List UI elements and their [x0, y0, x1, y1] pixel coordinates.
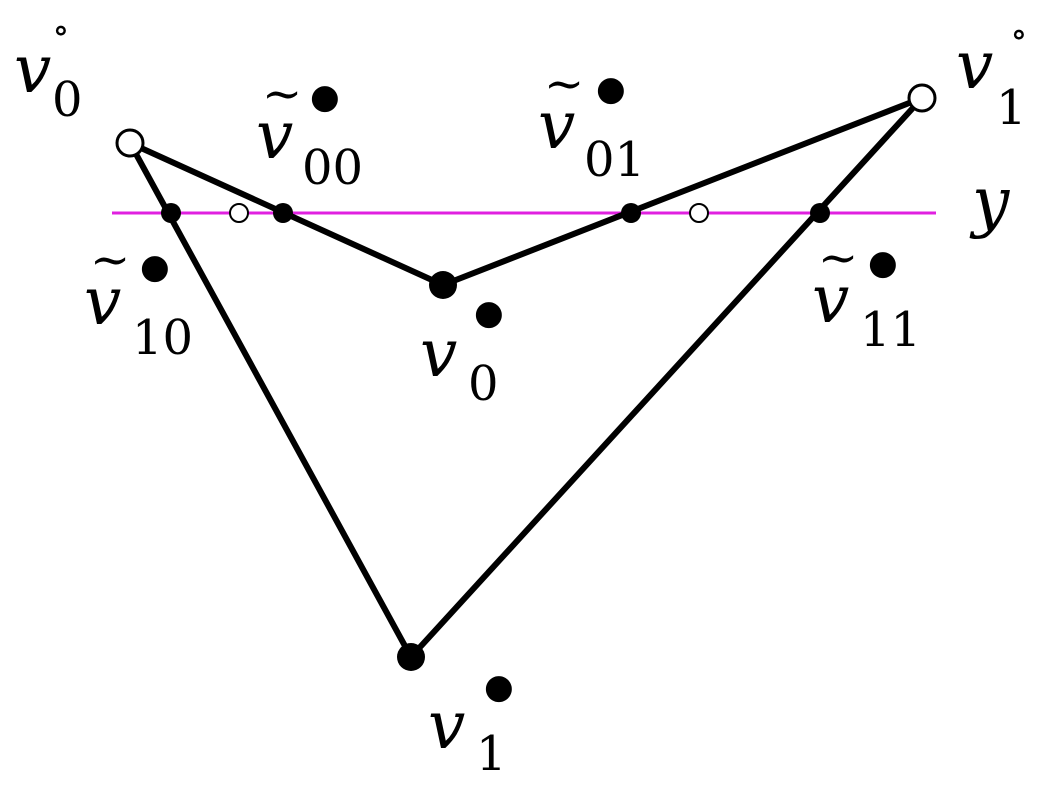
svg-text:v: v — [256, 97, 293, 174]
svg-text:∘: ∘ — [52, 10, 70, 51]
svg-text:10: 10 — [132, 310, 193, 366]
svg-text:v: v — [14, 31, 51, 108]
svg-text:∘: ∘ — [1010, 14, 1028, 55]
edge-v0open-v1filled — [127, 140, 414, 660]
svg-text:v: v — [428, 687, 465, 764]
svg-text:~: ~ — [544, 56, 584, 112]
svg-text:●: ● — [140, 247, 170, 287]
svg-text:●: ● — [474, 293, 504, 333]
svg-text:●: ● — [484, 667, 514, 707]
svg-text:11: 11 — [860, 302, 921, 358]
svg-text:0: 0 — [52, 72, 83, 128]
label-v1-filled: v 1 ● — [428, 667, 514, 782]
svg-text:01: 01 — [584, 132, 645, 188]
svg-text:●: ● — [310, 77, 340, 117]
label-y: y — [969, 163, 1010, 240]
svg-text:~: ~ — [262, 66, 302, 122]
label-vt11: ~ v 11 ● — [812, 230, 921, 358]
vertex-v1-open — [907, 83, 937, 113]
svg-text:●: ● — [596, 69, 626, 109]
point-vt00 — [273, 203, 293, 223]
svg-text:v: v — [956, 27, 993, 104]
svg-text:●: ● — [868, 243, 898, 283]
vertex-v0-open — [115, 128, 145, 158]
point-vt01 — [621, 203, 641, 223]
point-vt10 — [161, 203, 181, 223]
label-v0-filled: v 0 ● — [420, 293, 504, 412]
edge-v0filled-v1open — [440, 95, 925, 288]
point-vt11 — [810, 203, 830, 223]
svg-text:1: 1 — [476, 726, 507, 782]
svg-text:~: ~ — [90, 232, 130, 288]
label-vt00: ~ v 00 ● — [256, 66, 363, 196]
svg-text:v: v — [812, 261, 849, 338]
svg-text:1: 1 — [996, 80, 1027, 136]
label-vt01: ~ v 01 ● — [538, 56, 645, 188]
label-v0-open: v 0 ∘ — [14, 10, 83, 128]
svg-text:v: v — [538, 87, 575, 164]
svg-text:00: 00 — [302, 140, 363, 196]
marker-open-right — [689, 203, 709, 223]
svg-text:~: ~ — [818, 230, 858, 286]
label-v1-open: v 1 ∘ — [956, 14, 1028, 136]
edge-v1filled-v1open — [408, 95, 925, 660]
svg-text:v: v — [420, 315, 457, 392]
svg-text:v: v — [84, 263, 121, 340]
svg-text:0: 0 — [468, 356, 499, 412]
vertex-v1-filled — [397, 643, 425, 671]
vertex-v0-filled — [429, 271, 457, 299]
label-vt10: ~ v 10 ● — [84, 232, 193, 366]
marker-open-left — [229, 203, 249, 223]
